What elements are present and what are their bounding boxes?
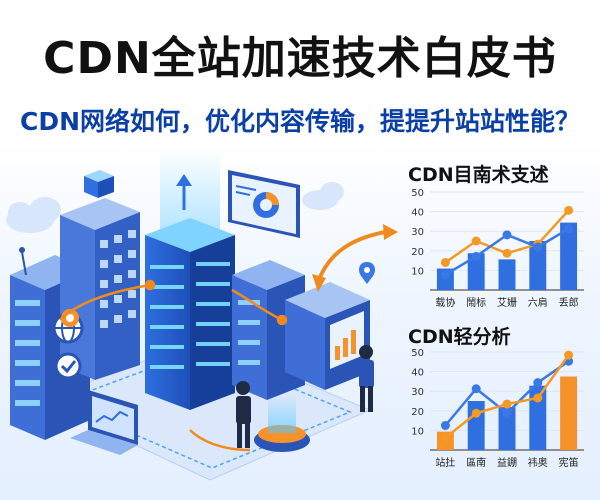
- chart-2-line-point: [440, 433, 450, 443]
- chart-2-bar: [529, 385, 547, 450]
- dashboard-screen: [228, 170, 300, 238]
- poster-subtitle: CDN网络如何，优化内容传输，提提升站站性能？: [19, 107, 581, 136]
- chart-2-line-point: [533, 393, 543, 403]
- chart-1-y-tick: 10: [411, 266, 424, 277]
- chart-1-y-tick: 50: [411, 188, 424, 199]
- chart-2-line-point: [502, 399, 512, 409]
- chart-1-x-tick: 丢郎: [559, 296, 579, 309]
- chart-2-y-tick: 50: [411, 348, 424, 359]
- chart-1-line-point: [564, 224, 574, 234]
- chart-2-y-tick: 30: [411, 387, 424, 398]
- person-working: [359, 345, 374, 412]
- chart-2-x-tick: 站扗: [435, 456, 455, 469]
- chart-2-line-point: [533, 378, 543, 388]
- chart-2-y-tick: 40: [411, 368, 424, 379]
- location-pin-icon: [359, 262, 375, 284]
- chart-2-line-point: [471, 408, 481, 418]
- cloud-icon: [6, 197, 61, 233]
- chart-2-bar: [498, 407, 516, 450]
- central-data-tower: [145, 150, 235, 410]
- chart-1-line-point: [471, 251, 481, 261]
- chart-2-line-point: [440, 421, 450, 430]
- floating-cube-icon: [84, 170, 114, 198]
- chart-2-x-tick: 祎奥: [528, 456, 548, 469]
- building-left: [60, 198, 140, 380]
- chart-1-title: CDN目南术支述: [408, 164, 549, 186]
- arrow-up-icon: [176, 174, 192, 210]
- chart-1-line-point: [471, 236, 481, 246]
- chart-1: 10 20 30 40 50 载协鬧标艾姗六肩丢郎: [411, 188, 584, 309]
- chart-1-x-tick: 鬧标: [466, 297, 486, 309]
- chart-2-y-tick: 10: [411, 426, 424, 437]
- chart-1-line-point: [502, 230, 512, 240]
- chart-1-y-tick: 20: [411, 247, 424, 258]
- chart-1-x-tick: 艾姗: [497, 296, 517, 309]
- chart-2-y-tick: 20: [411, 407, 424, 418]
- chart-1-line-point: [564, 205, 574, 215]
- person-standing: [236, 381, 251, 448]
- hologram-pedestal: [254, 395, 310, 452]
- chart-1-line-point: [502, 248, 512, 258]
- gear-icon: [61, 309, 79, 327]
- poster-title: CDN全站加速技术白皮书: [43, 33, 557, 84]
- chart-1-y-tick: 30: [411, 227, 424, 238]
- chart-1-bar: [560, 222, 578, 290]
- chart-1-line-point: [533, 242, 543, 252]
- chart-1-bar: [529, 241, 547, 290]
- isometric-illustration: [6, 150, 398, 481]
- cloud-icon: [302, 182, 344, 210]
- chart-2-line-point: [502, 408, 512, 418]
- laptop: [70, 390, 138, 455]
- curved-arrow: [312, 224, 398, 292]
- chart-1-bar: [467, 253, 485, 290]
- chart-2-x-tick: 宪笛: [559, 456, 579, 469]
- chart-2-line-point: [564, 350, 574, 360]
- chart-2-x-tick: 益錋: [497, 456, 517, 469]
- chart-1-bar: [498, 259, 516, 290]
- chart-1-x-tick: 载协: [435, 296, 455, 309]
- chart-2-title: CDN轻分析: [408, 326, 511, 348]
- chart-1-line-point: [440, 270, 450, 280]
- chart-2-bar: [560, 376, 578, 450]
- monitor-with-chart: [285, 282, 370, 390]
- chart-2-bar: [467, 401, 485, 450]
- connection-lines: [59, 279, 288, 452]
- security-check-icon: [54, 352, 82, 380]
- chart-1-line-point: [440, 257, 450, 267]
- chart-2-line-point: [471, 384, 481, 394]
- chart-1-y-tick: 40: [411, 208, 424, 219]
- chart-2: 10 20 30 40 50 站扗區南益錋祎奥宪笛: [411, 348, 584, 469]
- bar-chart-icon: [330, 311, 364, 369]
- chart-2-x-tick: 區南: [466, 456, 486, 469]
- pie-chart-icon: [253, 192, 279, 218]
- chart-1-x-tick: 六肩: [528, 296, 548, 309]
